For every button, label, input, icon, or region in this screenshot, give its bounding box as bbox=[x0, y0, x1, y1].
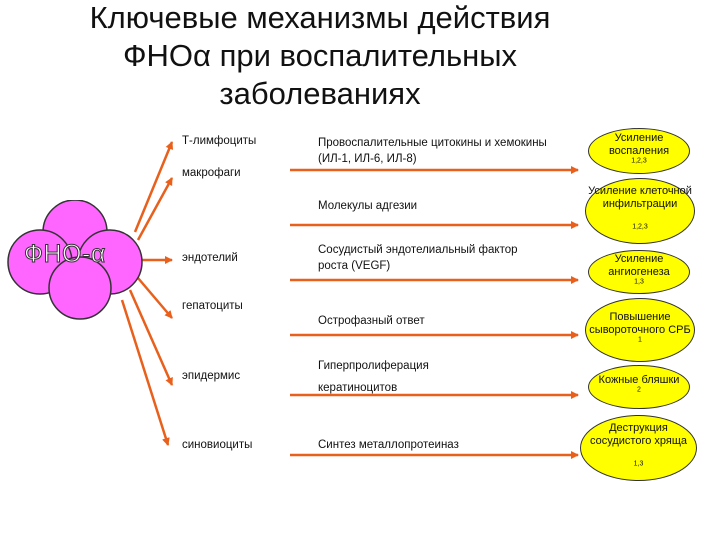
effect-angiogenesis-ref: 1,3 bbox=[634, 277, 644, 285]
mediator-acute-phase: Острофазный ответ bbox=[318, 315, 425, 327]
effect-infiltration-ref: 1,2,3 bbox=[632, 223, 648, 231]
effect-infiltration: Усиление клеточной инфильтрации 1,2,3 bbox=[585, 178, 695, 244]
mediator-vegf: Сосудистый эндотелиальный фактор роста (… bbox=[318, 244, 518, 272]
effect-infiltration-text: Усиление клеточной инфильтрации bbox=[588, 185, 692, 210]
cell-synoviocytes: синовиоциты bbox=[182, 439, 253, 451]
effect-crp-ref: 1 bbox=[638, 335, 642, 343]
hub-label: ФНО-α bbox=[24, 240, 106, 269]
effect-inflammation-ref: 1,2,3 bbox=[631, 156, 647, 164]
mediator-metalloproteinases: Синтез металлопротеиназ bbox=[318, 439, 459, 451]
hub-circle-bottom bbox=[48, 256, 112, 320]
arrow-hub-to-t-cells bbox=[133, 141, 174, 233]
tnf-alpha-cluster bbox=[7, 200, 143, 320]
effect-inflammation-text: Усиление воспаления bbox=[608, 131, 670, 157]
effect-cartilage: Деструкция сосудистого хряща 1,3 bbox=[580, 415, 697, 481]
arrow-hub-to-synoviocytes bbox=[120, 299, 170, 446]
effect-cartilage-text: Деструкция сосудистого хряща bbox=[589, 422, 688, 447]
cell-endothelium: эндотелий bbox=[182, 252, 238, 264]
title-line-1: Ключевые механизмы действия bbox=[89, 0, 551, 35]
effect-cartilage-ref: 1,3 bbox=[633, 460, 644, 468]
cell-macrophages: макрофаги bbox=[182, 167, 241, 179]
effect-crp-text: Повышение сывороточного СРБ bbox=[589, 310, 691, 336]
effect-plaques-ref: 2 bbox=[637, 386, 641, 394]
mediator-keratinocytes: Гиперпролиферация кератиноцитов bbox=[318, 360, 429, 394]
arrow-hub-to-macrophages bbox=[136, 177, 174, 241]
arrow-hub-to-hepatocytes bbox=[137, 277, 173, 319]
mediator-cytokines: Провоспалительные цитокины и хемокины (И… bbox=[318, 137, 547, 165]
cell-epidermis: эпидермис bbox=[182, 370, 241, 382]
mediator-adhesion: Молекулы адгезии bbox=[318, 200, 418, 212]
arrow-hub-to-epidermis bbox=[128, 289, 174, 386]
title-line-2: ФНОα при воспалительных bbox=[122, 38, 518, 73]
cell-t-lymphocytes: Т-лимфоциты bbox=[182, 135, 257, 147]
title-line-3: заболеваниях bbox=[219, 76, 421, 111]
effect-angiogenesis-text: Усиление ангиогенеза bbox=[608, 252, 670, 278]
cell-hepatocytes: гепатоциты bbox=[182, 300, 243, 312]
effect-plaques-text: Кожные бляшки bbox=[598, 374, 680, 386]
